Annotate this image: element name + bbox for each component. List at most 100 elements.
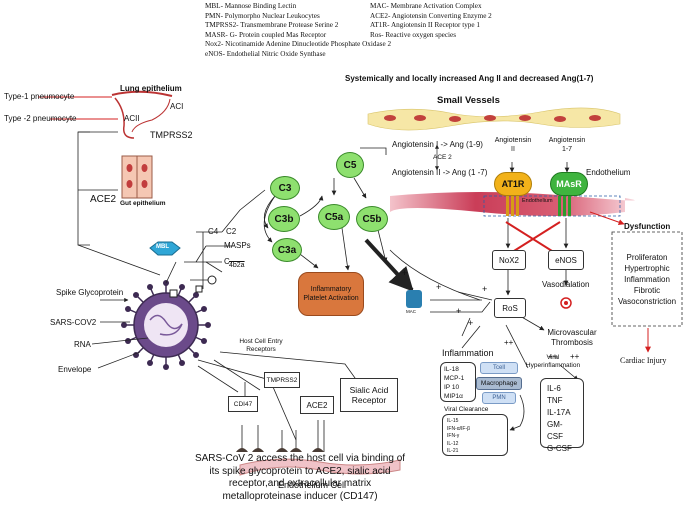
pmn-box: PMN xyxy=(482,392,516,404)
dysfunction-item: Hypertrophic xyxy=(624,264,670,273)
cytokine-item: GM-CSF xyxy=(547,420,563,441)
cytokine-item: MIP1α xyxy=(444,393,463,400)
dysfunction-item: Inflammation xyxy=(624,275,670,284)
endothelium-label: Endothelium xyxy=(586,168,631,177)
legend-item: eNOS- Endothelial Nitric Oxide Synthase xyxy=(205,49,326,58)
plus-plus-sign: ++ xyxy=(504,338,514,347)
angiotensin-1-7-label: Angiotensin 1-7 xyxy=(548,137,586,153)
dysfunction-item: Proliferaton xyxy=(626,253,668,262)
mac-icon xyxy=(406,290,422,308)
ace2-entry-box: ACE2 xyxy=(300,396,334,414)
sialic-acid-receptor-box: Sialic Acid Receptor xyxy=(340,378,398,412)
macrophage-box: Macrophage xyxy=(476,377,522,390)
host-cell-entry-receptors-label: Host Cell Entry Receptors xyxy=(239,338,283,353)
legend-item: MASR- G- Protein coupled Mas Receptor xyxy=(205,30,327,39)
lung-epithelium-shape xyxy=(111,90,173,139)
viral-clearance-label: Viral Clearance xyxy=(444,406,489,413)
endothelium-cell-label: Endothelium Cell xyxy=(278,480,347,490)
spike-glycoprotein-label: Spike Glycoprotein xyxy=(56,288,124,297)
endothelium-band-label: Endothelium xyxy=(522,198,553,204)
dysfunction-item: Vasoconstriction xyxy=(617,297,677,306)
cytokine-list-right: IL-6 TNF IL-17A GM-CSF G-CSF xyxy=(540,378,584,453)
vasodilation-label: Vasodialation xyxy=(542,280,590,289)
at1r-receptor-shape xyxy=(506,196,519,216)
cytokine-list-left: IL-18 MCP-1 IP 10 MIP1α xyxy=(440,362,476,402)
cytokine-item: TNF xyxy=(547,396,563,405)
plus-sign: + xyxy=(402,268,408,278)
clearance-item: IFN-γ xyxy=(447,433,460,439)
cd147-box: CDI47 xyxy=(228,396,258,412)
masps-label: MASPs xyxy=(224,241,251,250)
plus-sign: + xyxy=(468,318,474,328)
cytokine-item: IL-18 xyxy=(444,366,459,373)
type2-pneumocyte-label: Type -2 pneumocyte xyxy=(4,114,77,123)
cytokine-item: IL-6 xyxy=(547,384,561,393)
type1-pneumocyte-label: Type-1 pneumocyte xyxy=(4,92,75,101)
dysfunction-item: Fibrotic xyxy=(633,286,661,295)
rna-label: RNA xyxy=(74,340,91,349)
caption-text: SARS-CoV 2 access the host cell via bind… xyxy=(194,453,406,502)
tmprss2-lung-label: TMPRSS2 xyxy=(150,130,193,140)
gut-epithelium-shape xyxy=(121,155,153,199)
viral-hyperinflammation-label: Viral Hyperinflammation xyxy=(525,354,581,369)
angiotensin-ii-line: Angiotensin II -> Ang (1 -7) xyxy=(392,168,488,177)
acii-label: ACII xyxy=(124,114,140,123)
virus-shape xyxy=(121,280,211,370)
plus-sign: + xyxy=(456,306,462,316)
cytokine-item: IL-17A xyxy=(547,408,571,417)
legend-item: Nox2- Nicotinamide Adenine Dinucleotide … xyxy=(205,40,392,49)
microvascular-thrombosis-label: Microvascular Thrombosis xyxy=(547,328,597,347)
cardiac-injury-label: Cardiac Injury xyxy=(620,356,667,365)
c4-label: C4 xyxy=(208,227,219,236)
c2-label: C2 xyxy=(226,227,237,236)
systemic-angiotensin-heading: Systemically and locally increased Ang I… xyxy=(345,74,594,83)
clearance-item: IL-12 xyxy=(447,440,459,447)
c3-node: C3 xyxy=(270,176,300,200)
enos-box: eNOS xyxy=(548,250,584,270)
c3a-node: C3a xyxy=(272,238,302,262)
plus-sign: + xyxy=(482,284,488,294)
mbl-label: MBL xyxy=(156,244,169,250)
cytokine-item: IP 10 xyxy=(444,384,460,391)
tmprss2-entry-box: TMPRSS2 xyxy=(264,372,300,388)
small-vessels-strip xyxy=(367,107,621,131)
gut-epithelium-label: Gut epithelium xyxy=(120,200,166,207)
plus-plus-sign: ++ xyxy=(570,352,580,361)
plus-sign: + xyxy=(436,282,442,292)
tcell-box: Tcell xyxy=(480,362,518,374)
legend-item: Ros- Reactive oxygen species xyxy=(370,30,457,39)
c4b2a-label: 4b2a xyxy=(229,262,245,269)
dysfunction-label: Dysfunction xyxy=(624,222,671,231)
viral-clearance-list: IL-15 IFN-α/IF-β IFN-γ IL-12 IL-21 xyxy=(442,414,508,456)
c5a-node: C5a xyxy=(318,204,350,230)
clearance-item: IL-15 xyxy=(447,418,459,424)
ace2-label: ACE2 xyxy=(90,194,117,205)
angiotensin-ii-label: Angiotensin II xyxy=(494,137,532,153)
inflammation-label: Inflammation xyxy=(442,348,494,358)
sars-cov2-label: SARS-COV2 xyxy=(50,318,97,327)
dysfunction-list: Proliferaton Hypertrophic Inflammation F… xyxy=(612,252,682,307)
ace2-conversion-label: ACE 2 xyxy=(433,154,452,161)
masr-receptor: MAsR xyxy=(550,172,588,196)
legend-item: AT1R- Angiotensin II Receptor type 1 xyxy=(370,21,480,30)
cytokine-item: G-CSF xyxy=(547,444,572,453)
c-label: C xyxy=(224,257,230,266)
nox2-box: NoX2 xyxy=(492,250,526,270)
angiotensin-i-line: Angiotensin I -> Ang (1-9) xyxy=(392,140,483,149)
lung-epithelium-label: Lung epithelium xyxy=(120,84,182,93)
mac-label: MAC xyxy=(406,309,416,314)
masr-receptor-shape xyxy=(558,196,571,216)
legend-item: TMPRSS2- Transmembrane Protease Serine 2 xyxy=(205,21,339,30)
clearance-item: IL-21 xyxy=(447,448,459,454)
cytokine-item: MCP-1 xyxy=(444,375,465,382)
ros-box: RoS xyxy=(494,298,526,318)
c3b-node: C3b xyxy=(268,206,300,232)
c5-node: C5 xyxy=(336,152,364,178)
legend-item: MAC- Membrane Activation Complex xyxy=(370,2,482,10)
envelope-label: Envelope xyxy=(58,365,92,374)
clearance-item: IFN-α/IF-β xyxy=(447,425,470,432)
inflammatory-platelet-activation: Inflammatory Platelet Activation xyxy=(298,272,364,316)
small-vessels-label: Small Vessels xyxy=(437,95,500,106)
at1r-receptor: AT1R xyxy=(494,172,532,196)
